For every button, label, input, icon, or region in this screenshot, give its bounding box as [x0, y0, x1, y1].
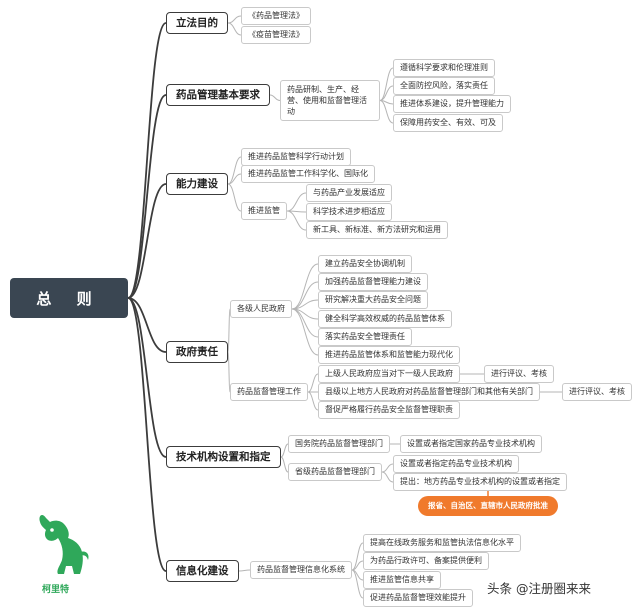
connector-line: [227, 15, 242, 24]
leaf-science-ethics[interactable]: 遵循科学要求和伦理准则: [393, 59, 495, 77]
connector-line: [379, 100, 394, 124]
connector-line: [127, 297, 167, 353]
connector-line: [227, 183, 242, 212]
leaf-provincial-institution[interactable]: 设置或者指定药品专业技术机构: [393, 455, 519, 473]
leaf-online-services[interactable]: 提高在线政务服务和监管执法信息化水平: [363, 534, 521, 552]
sub-node-info-system[interactable]: 药品监督管理信息化系统: [250, 561, 352, 579]
leaf-risk-control[interactable]: 全面防控风险，落实责任: [393, 77, 495, 95]
highlight-approval-badge[interactable]: 报省、自治区、直辖市人民政府批准: [418, 496, 558, 516]
leaf-vaccine-law[interactable]: 《疫苗管理法》: [241, 26, 311, 44]
branch-capacity-building[interactable]: 能力建设: [166, 173, 228, 195]
connector-line: [127, 297, 167, 458]
logo-label: 柯里特: [42, 585, 70, 595]
leaf-coordination[interactable]: 建立药品安全协调机制: [318, 255, 412, 273]
leaf-licensing-convenience[interactable]: 为药品行政许可、备案提供便利: [363, 552, 489, 570]
watermark: 头条 @注册圈来来: [487, 581, 591, 596]
leaf-drug-law[interactable]: 《药品管理法》: [241, 7, 311, 25]
leaf-industry-adapt[interactable]: 与药品产业发展适应: [306, 184, 392, 202]
dog-logo-icon: [39, 515, 89, 574]
leaf-info-sharing[interactable]: 推进监管信息共享: [363, 571, 441, 589]
connector-line: [280, 456, 289, 473]
connector-line: [286, 210, 307, 231]
connector-line: [127, 183, 167, 299]
connector-line: [286, 192, 307, 212]
connector-line: [307, 391, 319, 411]
leaf-new-tools[interactable]: 新工具、新标准、新方法研究和运用: [306, 221, 448, 239]
connector-line: [291, 263, 319, 310]
connector-line: [351, 542, 364, 571]
sub-node-all-levels-gov[interactable]: 各级人民政府: [230, 300, 292, 318]
connector-line: [127, 22, 167, 299]
connector-line: [127, 94, 167, 299]
branch-government-duty[interactable]: 政府责任: [166, 341, 228, 363]
sub-node-activities[interactable]: 药品研制、生产、经营、使用和监督管理活动: [280, 80, 380, 121]
leaf-science-plan[interactable]: 推进药品监管科学行动计划: [241, 148, 351, 166]
connector-line: [127, 297, 167, 572]
branch-legislative-purpose[interactable]: 立法目的: [166, 12, 228, 34]
leaf-evaluation-2[interactable]: 进行评议、考核: [562, 383, 632, 401]
leaf-local-institution[interactable]: 提出：地方药品专业技术机构的设置或者指定: [393, 473, 567, 491]
leaf-system-building[interactable]: 推进体系建设，提升管理能力: [393, 95, 511, 113]
sub-node-regulation[interactable]: 推进监管: [241, 202, 287, 220]
leaf-evaluation-1[interactable]: 进行评议、考核: [484, 365, 554, 383]
connector-line: [379, 67, 394, 101]
leaf-tech-adapt[interactable]: 科学技术进步相适应: [306, 203, 392, 221]
leaf-modernization[interactable]: 推进药品监管体系和监管能力现代化: [318, 346, 460, 364]
sub-node-state-council[interactable]: 国务院药品监督管理部门: [288, 435, 390, 453]
leaf-safe-effective[interactable]: 保障用药安全、有效、可及: [393, 114, 503, 132]
connector-line: [280, 443, 289, 458]
leaf-safety-responsibility[interactable]: 落实药品安全管理责任: [318, 328, 412, 346]
connector-line: [227, 22, 242, 36]
connector-line: [291, 281, 319, 310]
connector-line: [227, 173, 242, 185]
connector-line: [227, 308, 231, 353]
sub-node-supervision-work[interactable]: 药品监督管理工作: [230, 383, 308, 401]
leaf-national-institution[interactable]: 设置或者指定国家药品专业技术机构: [400, 435, 542, 453]
connector-line: [381, 471, 394, 483]
connector-line: [381, 463, 394, 473]
leaf-supervise-duty[interactable]: 督促严格履行药品安全监督管理职责: [318, 401, 460, 419]
branch-informatization[interactable]: 信息化建设: [166, 560, 239, 582]
connector-line: [269, 94, 281, 101]
leaf-efficiency[interactable]: 促进药品监督管理效能提升: [363, 589, 473, 607]
connector-line: [238, 569, 251, 572]
connector-line: [291, 308, 319, 356]
connector-line: [227, 156, 242, 185]
leaf-county-gov[interactable]: 县级以上地方人民政府对药品监督管理部门和其他有关部门: [318, 383, 540, 401]
sub-node-provincial[interactable]: 省级药品监督管理部门: [288, 463, 382, 481]
leaf-upper-gov[interactable]: 上级人民政府应当对下一级人民政府: [318, 365, 460, 383]
root-node[interactable]: 总 则: [10, 278, 128, 318]
leaf-capacity[interactable]: 加强药品监督管理能力建设: [318, 273, 428, 291]
connector-line: [307, 373, 319, 393]
leaf-major-issues[interactable]: 研究解决重大药品安全问题: [318, 291, 428, 309]
leaf-regulatory-system[interactable]: 健全科学高效权威的药品监管体系: [318, 310, 452, 328]
leaf-internationalization[interactable]: 推进药品监管工作科学化、国际化: [241, 165, 375, 183]
connector-line: [227, 351, 231, 393]
branch-technical-institutions[interactable]: 技术机构设置和指定: [166, 446, 281, 468]
branch-basic-requirements[interactable]: 药品管理基本要求: [166, 84, 270, 106]
connector-line: [351, 569, 364, 599]
